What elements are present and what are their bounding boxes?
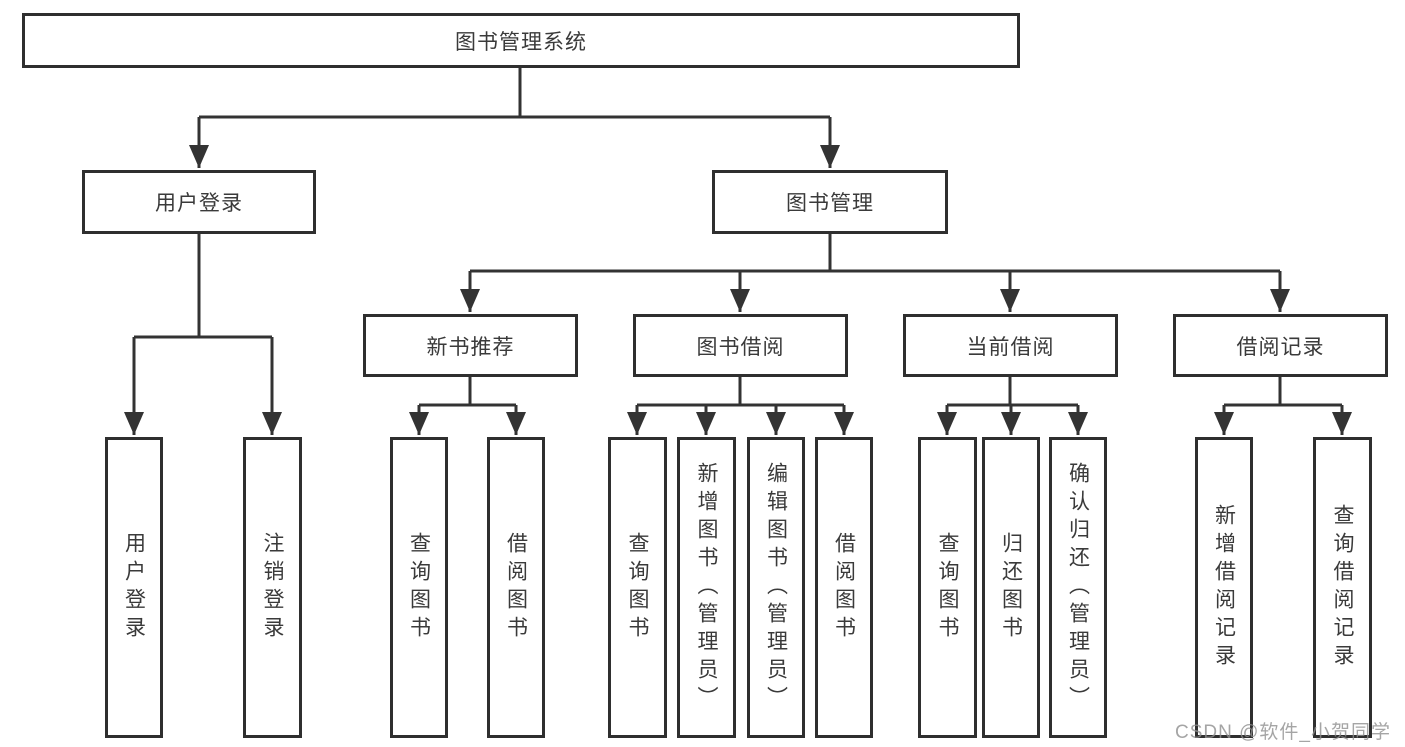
leaf-label: 查询借阅记录 — [1331, 503, 1354, 672]
leaf-label: 归还图书 — [999, 531, 1023, 644]
node-borrowing-records: 借阅记录 — [1173, 314, 1388, 377]
leaf-label: 新增借阅记录 — [1212, 503, 1236, 672]
node-label: 用户登录 — [155, 192, 243, 215]
leaf-label: 借阅图书 — [832, 531, 856, 644]
leaf-label: 用户登录 — [122, 531, 146, 644]
leaf-edit-book-admin: 编辑图书（管理员） — [747, 437, 805, 738]
node-user-login: 用户登录 — [82, 170, 316, 234]
leaf-user-login: 用户登录 — [105, 437, 163, 738]
leaf-label: 查询图书 — [407, 531, 431, 644]
node-label: 当前借阅 — [966, 335, 1055, 359]
node-label: 图书借阅 — [696, 335, 785, 359]
node-book-borrowing: 图书借阅 — [633, 314, 848, 377]
csdn-watermark: CSDN @软件_小贺同学 — [1175, 722, 1391, 743]
node-root-library-management-system: 图书管理系统 — [22, 13, 1020, 68]
leaf-query-books-recommend: 查询图书 — [390, 437, 448, 738]
leaf-label: 查询图书 — [626, 531, 649, 644]
leaf-borrow-books-recommend: 借阅图书 — [487, 437, 545, 738]
node-label: 图书管理系统 — [455, 30, 587, 54]
leaf-label: 确认归还（管理员） — [1066, 461, 1090, 714]
leaf-logout: 注销登录 — [243, 437, 302, 738]
leaf-label: 借阅图书 — [504, 531, 528, 644]
leaf-add-book-admin: 新增图书（管理员） — [677, 437, 736, 738]
leaf-add-borrow-record: 新增借阅记录 — [1195, 437, 1253, 738]
node-label: 新书推荐 — [426, 335, 515, 359]
node-book-management: 图书管理 — [712, 170, 948, 234]
leaf-borrow-books-borrowing: 借阅图书 — [815, 437, 873, 738]
node-label: 借阅记录 — [1236, 335, 1325, 359]
leaf-label: 新增图书（管理员） — [695, 461, 718, 714]
leaf-label: 编辑图书（管理员） — [764, 461, 788, 714]
leaf-query-books-borrowing: 查询图书 — [608, 437, 667, 738]
node-new-book-recommendation: 新书推荐 — [363, 314, 578, 377]
leaf-confirm-return-admin: 确认归还（管理员） — [1049, 437, 1107, 738]
leaf-return-book: 归还图书 — [982, 437, 1040, 738]
node-current-borrowing: 当前借阅 — [903, 314, 1118, 377]
leaf-query-books-current: 查询图书 — [918, 437, 977, 738]
leaf-label: 注销登录 — [261, 531, 284, 644]
node-label: 图书管理 — [786, 192, 874, 215]
leaf-label: 查询图书 — [936, 531, 959, 644]
leaf-query-borrow-record: 查询借阅记录 — [1313, 437, 1372, 738]
